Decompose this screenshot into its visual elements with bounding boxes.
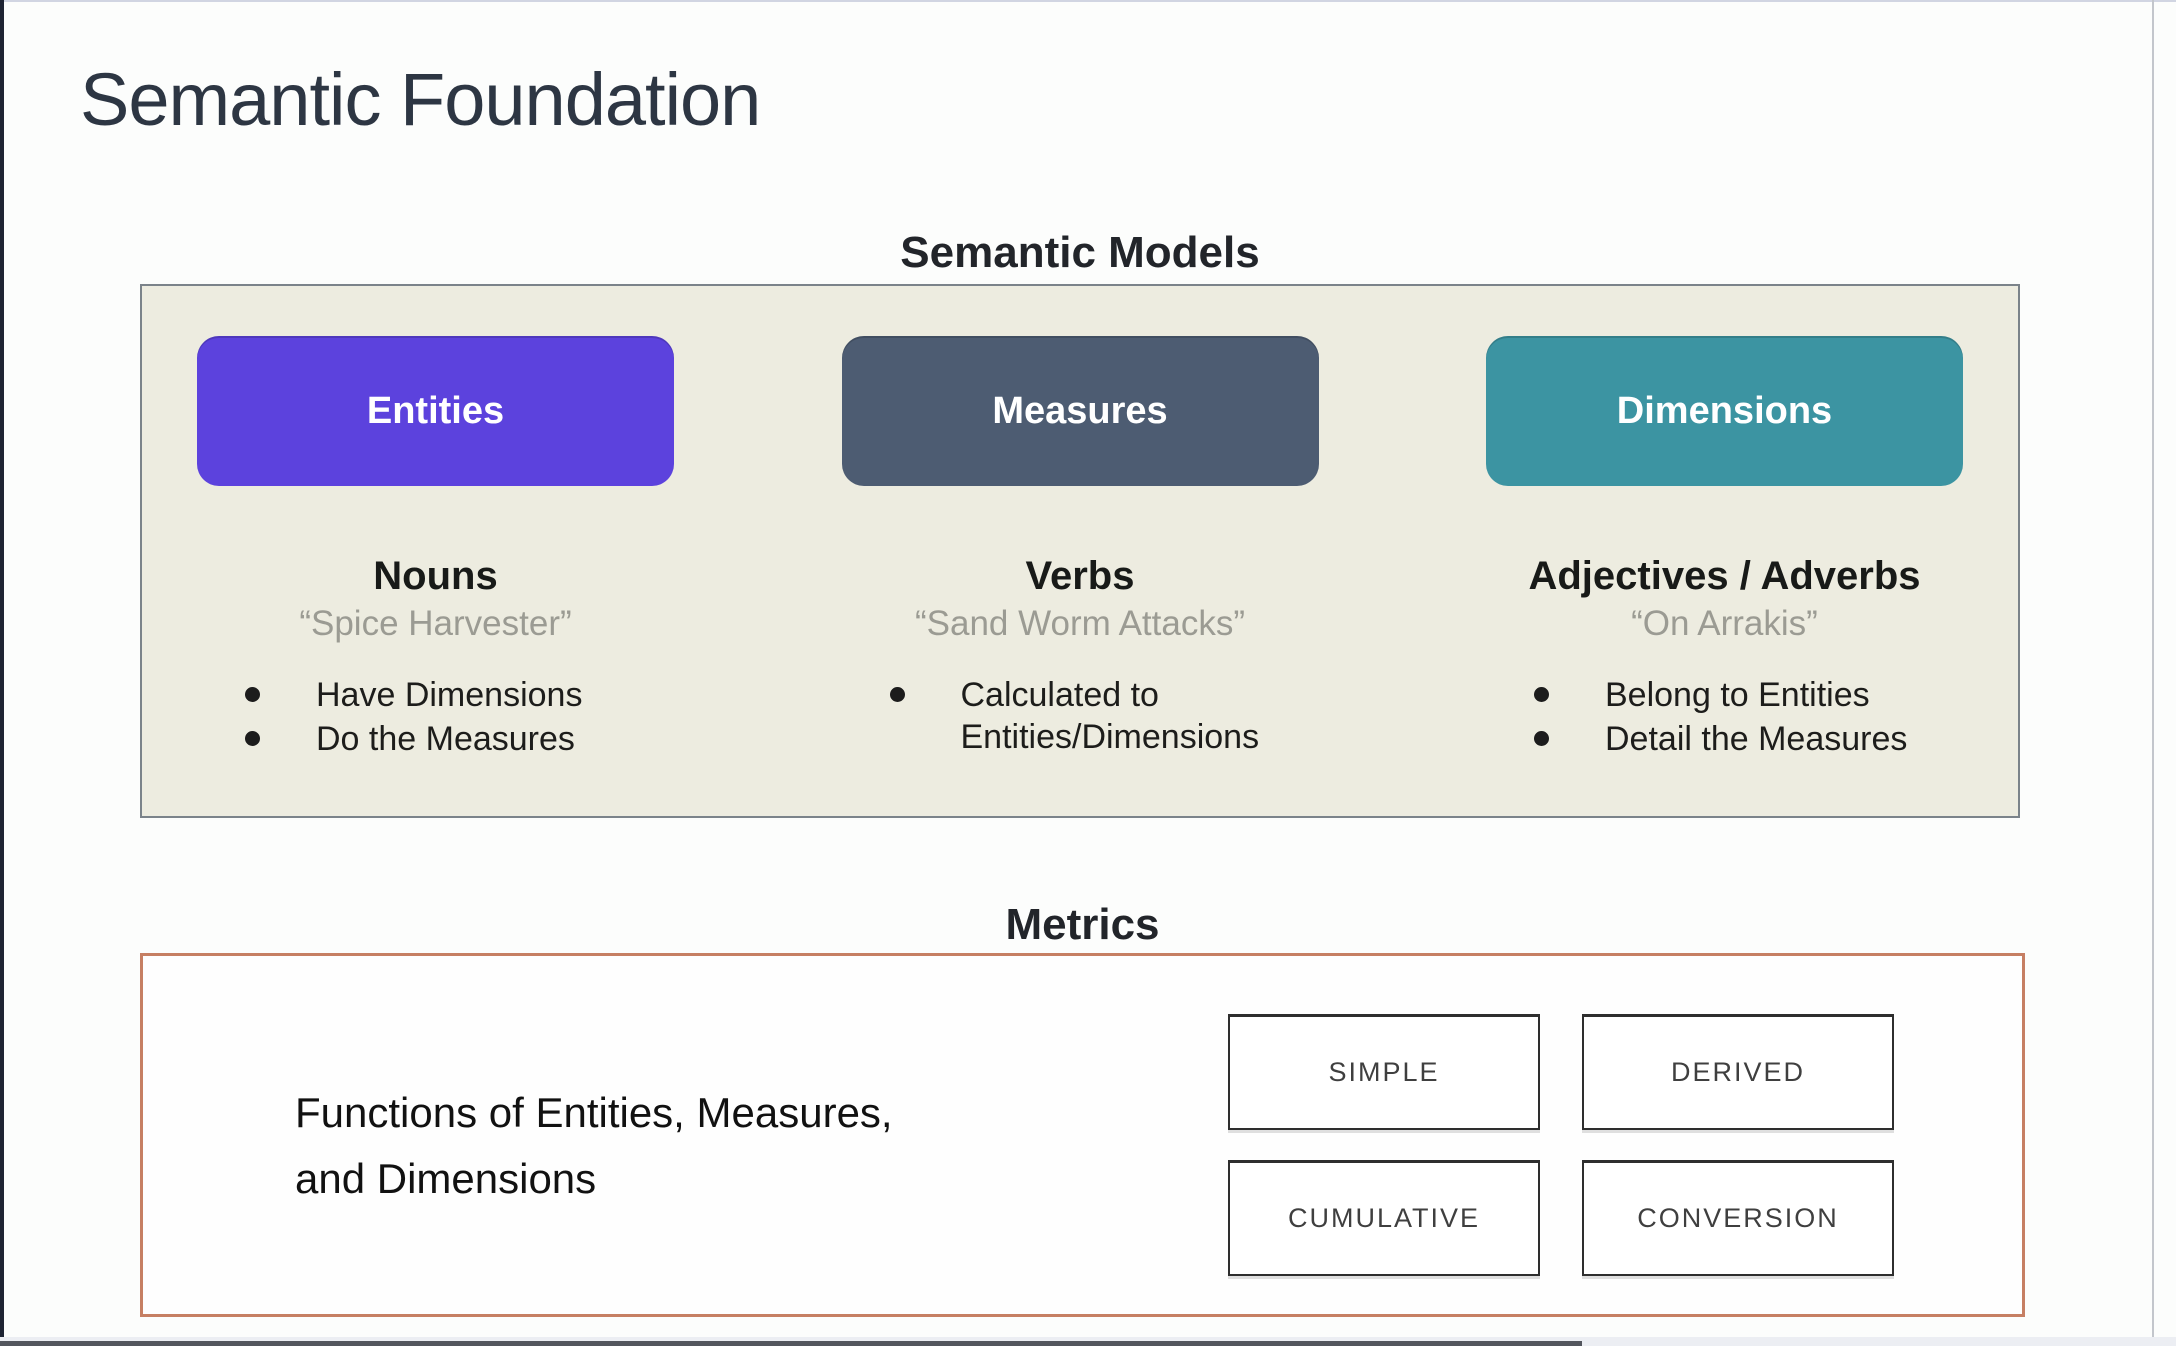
dimensions-role-label: Adjectives / Adverbs [1528, 554, 1921, 598]
semantic-models-heading: Semantic Models [900, 228, 1260, 277]
entities-button: Entities [197, 336, 674, 486]
bullet-icon [245, 731, 260, 746]
metrics-description-line2: and Dimensions [295, 1155, 597, 1202]
measures-example-label: “Sand Worm Attacks” [914, 604, 1245, 643]
dimensions-example-label: “On Arrakis” [1631, 604, 1818, 643]
dimensions-bullet-list: Belong to Entities Detail the Measures [1486, 674, 1963, 762]
list-item: Have Dimensions [197, 674, 674, 716]
page-title: Semantic Foundation [80, 58, 761, 141]
semantic-column-entities: Entities Nouns “Spice Harvester” Have Di… [197, 286, 674, 816]
semantic-models-panel: Entities Nouns “Spice Harvester” Have Di… [140, 284, 2020, 818]
window-left-edge [0, 0, 4, 1346]
metrics-description-line1: Functions of Entities, Measures, [295, 1089, 893, 1136]
metric-card-derived: DERIVED [1582, 1014, 1894, 1130]
list-item: Calculated to Entities/Dimensions [842, 674, 1319, 758]
dimensions-button: Dimensions [1486, 336, 1963, 486]
entities-bullet-list: Have Dimensions Do the Measures [197, 674, 674, 762]
window-right-edge [2152, 0, 2154, 1346]
semantic-column-dimensions: Dimensions Adjectives / Adverbs “On Arra… [1486, 286, 1963, 816]
metric-type-grid: SIMPLE DERIVED CUMULATIVE CONVERSION [1228, 1014, 1894, 1276]
bullet-icon [1534, 731, 1549, 746]
bullet-icon [889, 687, 905, 702]
metric-card-cumulative: CUMULATIVE [1228, 1160, 1540, 1276]
metric-card-conversion: CONVERSION [1582, 1160, 1894, 1276]
metrics-panel: Functions of Entities, Measures, and Dim… [140, 953, 2025, 1317]
bullet-icon [245, 687, 260, 702]
bullet-icon [1534, 687, 1549, 702]
measures-role-label: Verbs [1025, 554, 1135, 598]
progress-bar[interactable] [0, 1341, 1582, 1346]
metrics-heading: Metrics [1005, 900, 1160, 949]
list-item: Detail the Measures [1486, 718, 1963, 760]
window-top-edge [0, 0, 2176, 2]
metrics-description: Functions of Entities, Measures, and Dim… [295, 1080, 893, 1212]
entities-role-label: Nouns [373, 554, 498, 598]
semantic-column-measures: Measures Verbs “Sand Worm Attacks” Calcu… [841, 286, 1319, 816]
measures-bullet-list: Calculated to Entities/Dimensions [842, 674, 1319, 760]
measures-button: Measures [841, 336, 1319, 486]
metric-card-simple: SIMPLE [1228, 1014, 1540, 1130]
entities-example-label: “Spice Harvester” [299, 604, 572, 643]
list-item: Belong to Entities [1486, 674, 1963, 716]
list-item: Do the Measures [197, 718, 674, 760]
